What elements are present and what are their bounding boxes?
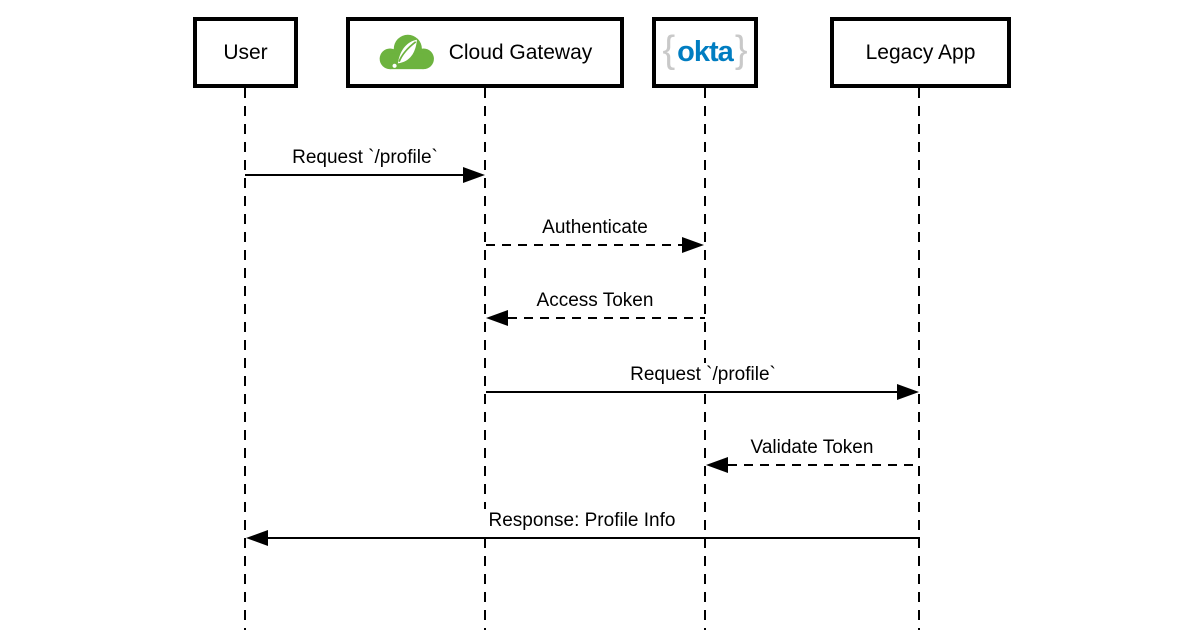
okta-brace-left: {	[662, 28, 676, 71]
message-line	[268, 537, 920, 539]
message-label: Access Token	[531, 289, 659, 313]
message-label: Authenticate	[537, 216, 653, 240]
message-label: Request `/profile`	[287, 146, 443, 170]
actor-user-label: User	[223, 40, 268, 64]
okta-logo: { okta }	[662, 28, 748, 72]
lifeline-cloud-gateway	[484, 88, 486, 630]
actor-okta: { okta }	[652, 17, 758, 88]
message-line	[728, 464, 920, 466]
message-label: Response: Profile Info	[483, 509, 681, 533]
arrowhead-right	[897, 384, 919, 400]
arrowhead-left	[706, 457, 728, 473]
arrowhead-left	[486, 310, 508, 326]
lifeline-user	[244, 88, 246, 630]
arrowhead-right	[463, 167, 485, 183]
message-line	[245, 174, 463, 176]
actor-user: User	[193, 17, 298, 88]
okta-brace-right: }	[734, 28, 748, 71]
spring-cloud-icon	[378, 31, 436, 75]
actor-legacy-app: Legacy App	[830, 17, 1011, 88]
message-line	[508, 317, 705, 319]
lifeline-legacy-app	[918, 88, 920, 630]
arrowhead-right	[682, 237, 704, 253]
arrowhead-left	[246, 530, 268, 546]
actor-legacy-app-label: Legacy App	[865, 40, 976, 64]
actor-cloud-gateway: Cloud Gateway	[346, 17, 624, 88]
message-label: Validate Token	[745, 436, 879, 460]
message-line	[486, 244, 682, 246]
message-label: Request `/profile`	[625, 363, 781, 387]
lifeline-okta	[704, 88, 706, 630]
okta-wordmark: okta	[677, 36, 734, 68]
message-line	[486, 391, 897, 393]
actor-cloud-gateway-label: Cloud Gateway	[448, 40, 593, 64]
